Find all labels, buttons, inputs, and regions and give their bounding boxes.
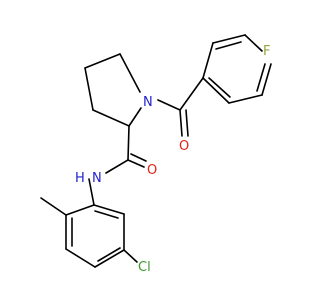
ketone-oxygen-label: O <box>179 139 189 154</box>
amide-oxygen-label: O <box>147 163 157 178</box>
molecule-structure: F N O O N H Cl <box>40 34 272 275</box>
amide-group <box>105 125 147 174</box>
amide-hydrogen-label: H <box>75 171 85 186</box>
molecule-svg: F N O O N H Cl <box>40 34 272 275</box>
fluorine-label: F <box>263 44 270 59</box>
ring-nitrogen-label: N <box>143 95 153 110</box>
amide-nitrogen-label: N <box>92 171 102 186</box>
chloromethylphenyl-ring <box>40 178 138 268</box>
fluorophenyl-ring <box>202 34 272 104</box>
pyrrolidine-ring <box>84 53 142 127</box>
ketone-carbonyl <box>157 77 204 137</box>
chlorine-label: Cl <box>138 260 151 275</box>
